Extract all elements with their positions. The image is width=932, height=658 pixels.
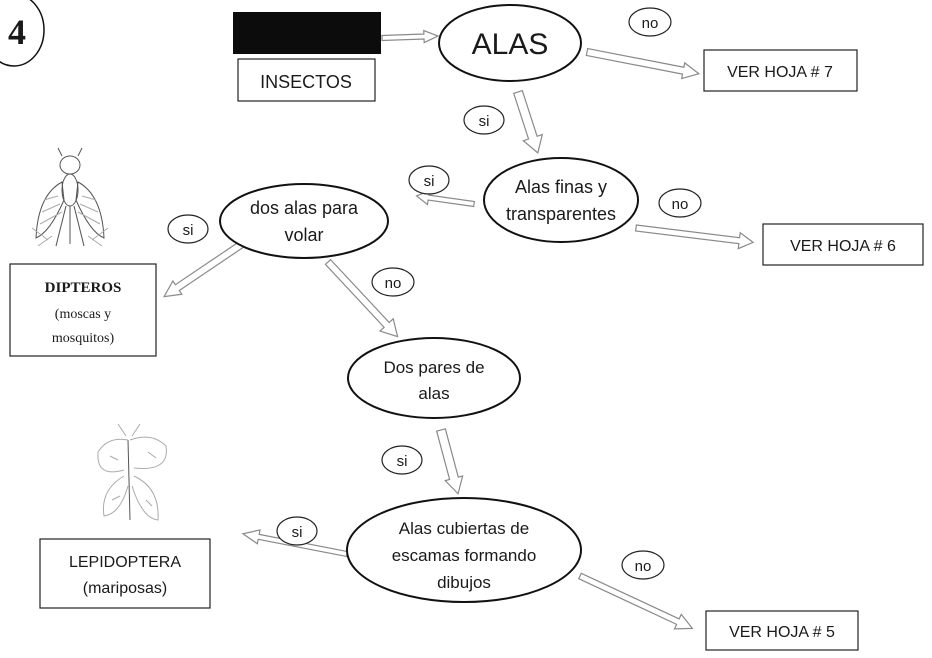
arrow-alas-to-alasfinas <box>512 89 544 154</box>
arrow-dospares-to-alascubiertas <box>435 428 464 495</box>
label-si-alascubiertas: si <box>276 516 318 546</box>
node-alas-text: ALAS <box>472 28 549 61</box>
arrow-insectos-to-alas <box>381 29 440 44</box>
label-no-alas-text: no <box>642 15 659 32</box>
arrow-alasfinas-to-hoja6 <box>634 224 755 250</box>
label-no-alascubiertas: no <box>621 550 665 580</box>
label-si-dosalas-text: si <box>183 222 194 239</box>
result-hoja7: VER HOJA # 7 <box>703 49 858 92</box>
result-hoja5: VER HOJA # 5 <box>705 610 859 651</box>
result-hoja5-text: VER HOJA # 5 <box>729 624 835 641</box>
result-dipteros: DIPTEROS (moscas y mosquitos) <box>9 263 157 357</box>
node-alas-cubiertas-line1: Alas cubiertas de <box>399 519 529 538</box>
arrows <box>162 29 755 630</box>
label-si-dosalas: si <box>167 214 209 244</box>
label-no-dosalas-text: no <box>385 275 402 292</box>
label-si-dospares: si <box>381 445 423 475</box>
node-dos-alas: dos alas para volar <box>219 183 389 259</box>
arrow-dosalas-to-dipteros <box>162 240 245 298</box>
node-dos-pares-line1: Dos pares de <box>383 358 484 377</box>
label-si-alas: si <box>463 105 505 135</box>
insectos-label: INSECTOS <box>260 72 352 92</box>
label-no-alasfinas: no <box>658 188 702 218</box>
label-si-alascubiertas-text: si <box>292 524 303 541</box>
dipteros-sub2: mosquitos) <box>52 331 115 346</box>
node-alas-cubiertas: Alas cubiertas de escamas formando dibuj… <box>346 497 582 603</box>
node-alas-cubiertas-line3: dibujos <box>437 573 491 592</box>
node-alas-finas-line1: Alas finas y <box>515 177 607 197</box>
dipteros-sub1: (moscas y <box>55 307 111 322</box>
insectos-box <box>237 58 376 102</box>
label-no-alascubiertas-text: no <box>635 558 652 575</box>
label-si-alasfinas: si <box>408 165 450 195</box>
result-lepidoptera: LEPIDOPTERA (mariposas) <box>39 538 211 609</box>
node-alas: ALAS <box>438 4 582 82</box>
node-alas-cubiertas-line2: escamas formando <box>392 546 537 565</box>
result-hoja6: VER HOJA # 6 <box>762 223 924 266</box>
node-dos-pares: Dos pares de alas <box>347 337 521 419</box>
label-no-alas: no <box>628 7 672 37</box>
dipteros-title: DIPTEROS <box>45 280 122 296</box>
label-si-alasfinas-text: si <box>424 173 435 190</box>
node-dos-pares-line2: alas <box>418 384 449 403</box>
label-si-alas-text: si <box>479 113 490 130</box>
butterfly-drawing <box>97 423 167 521</box>
node-alas-finas-line2: transparentes <box>506 204 616 224</box>
node-dos-alas-line2: volar <box>284 225 323 245</box>
label-si-dospares-text: si <box>397 453 408 470</box>
label-no-alasfinas-text: no <box>672 196 689 213</box>
result-hoja7-text: VER HOJA # 7 <box>727 64 833 81</box>
label-no-dosalas: no <box>371 267 415 297</box>
lepidoptera-title: LEPIDOPTERA <box>69 554 181 571</box>
arrow-dosalas-to-dospares <box>324 258 399 338</box>
result-hoja6-text: VER HOJA # 6 <box>790 238 896 255</box>
page-number: 4 <box>8 12 26 52</box>
lepidoptera-sub: (mariposas) <box>83 580 167 597</box>
page-number-badge: 4 <box>0 0 45 67</box>
arrow-alascubiertas-to-hoja5 <box>577 572 694 630</box>
black-title-box <box>233 12 381 54</box>
node-alas-finas: Alas finas y transparentes <box>483 157 639 243</box>
fly-drawing <box>31 147 109 247</box>
node-dos-alas-line1: dos alas para <box>250 198 359 218</box>
arrow-alas-to-hoja7 <box>585 47 701 80</box>
